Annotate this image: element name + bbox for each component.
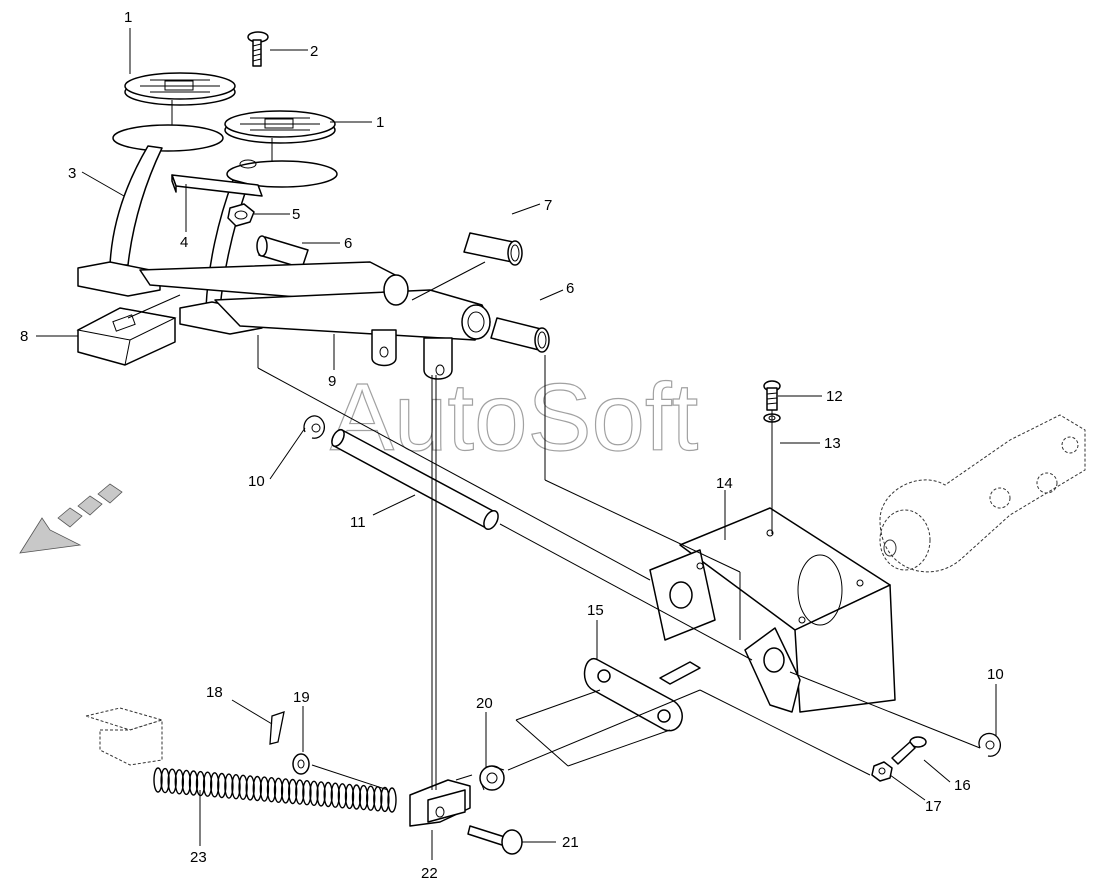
callout-1b: 1 [376,114,384,131]
pedal-lever [139,261,491,380]
callout-20: 20 [476,695,493,712]
watermark: AutoSoft [330,364,698,471]
callout-13: 13 [824,435,841,452]
callout-21: 21 [562,834,579,851]
lock-nut [479,765,505,791]
spring-coil [181,769,192,796]
assembly-lines [127,261,981,791]
spring-coil [288,778,298,805]
callout-6b: 6 [566,280,574,297]
callout-23: 23 [190,849,207,866]
bushing [463,232,523,266]
callout-7: 7 [544,197,552,214]
spring-coil [160,767,170,794]
spring-coil [259,776,270,802]
spring-coil [209,772,220,798]
callout-10: 10 [248,473,265,490]
bolt [763,380,781,411]
pedal-plate-left [112,124,224,152]
callout-8: 8 [20,328,28,345]
callout-17: 17 [925,798,942,815]
nut [227,203,255,227]
spring-coil [280,778,291,804]
callout-1: 1 [124,9,132,26]
spring-coil [266,777,277,803]
spring-coil [167,768,177,794]
bushing-upper [256,235,309,269]
bracket-housing [649,507,896,713]
spring-coil [174,769,185,795]
spring-coil [366,785,376,811]
callout-2: 2 [310,43,318,60]
spring-coil [231,774,241,800]
callout-10b: 10 [987,666,1004,683]
callout-4: 4 [180,234,188,251]
spring-coil [387,787,397,813]
callout-15: 15 [587,602,604,619]
clevis [409,774,473,827]
spring-coil [330,782,340,808]
callout-6: 6 [344,235,352,252]
spring-coil [295,779,305,805]
spring-coil [252,775,262,802]
master-cylinder [879,414,1086,573]
callout-16: 16 [954,777,971,794]
spring-coil [358,784,369,811]
clevis-pin [467,825,523,855]
callout-22: 22 [421,865,438,882]
bolt-small [891,736,927,765]
spring [153,767,397,813]
callout-12: 12 [826,388,843,405]
callout-5: 5 [292,206,300,223]
callout-labels: 1 2 1 3 4 5 6 7 6 8 9 10 11 12 13 14 15 … [20,9,1004,882]
spring-coil [153,767,163,793]
mounting-bracket [84,707,164,766]
pedal-plate-right [226,160,338,188]
clip-right [978,732,1002,757]
spring-coil [323,781,333,808]
leader-lines [36,28,997,860]
shaft [331,428,499,531]
foot-block [76,307,177,366]
spring-coil [351,784,362,810]
nut-small [871,761,893,782]
spring-coil [238,774,248,800]
washer-small [292,753,310,775]
spring-coil [302,780,312,806]
spring-coil [224,773,234,799]
clip-left [303,415,326,439]
callout-18: 18 [206,684,223,701]
callout-19: 19 [293,689,310,706]
spring-coil [380,786,390,813]
callout-3: 3 [68,165,76,182]
spring-coil [245,775,255,801]
spring-coil [337,783,348,809]
bushing-lower [490,317,550,353]
spring-coil [202,771,213,797]
callout-9: 9 [328,373,336,390]
link-plate [583,657,701,732]
screw [247,31,269,67]
callout-14: 14 [716,475,733,492]
direction-arrow-icon [19,483,123,554]
pedal-pad-left [124,72,236,106]
cotter-pin [269,711,285,745]
spacer-pad [171,174,263,197]
callout-11: 11 [350,514,366,531]
spring-coil [217,772,227,799]
pedal-pad-right [224,110,336,144]
spring-coil [309,780,319,806]
spring-coil [188,770,199,796]
pedal-arm-left [109,145,163,266]
spring-coil [273,777,284,803]
spring-coil [316,781,326,807]
spring-coil [344,783,355,810]
